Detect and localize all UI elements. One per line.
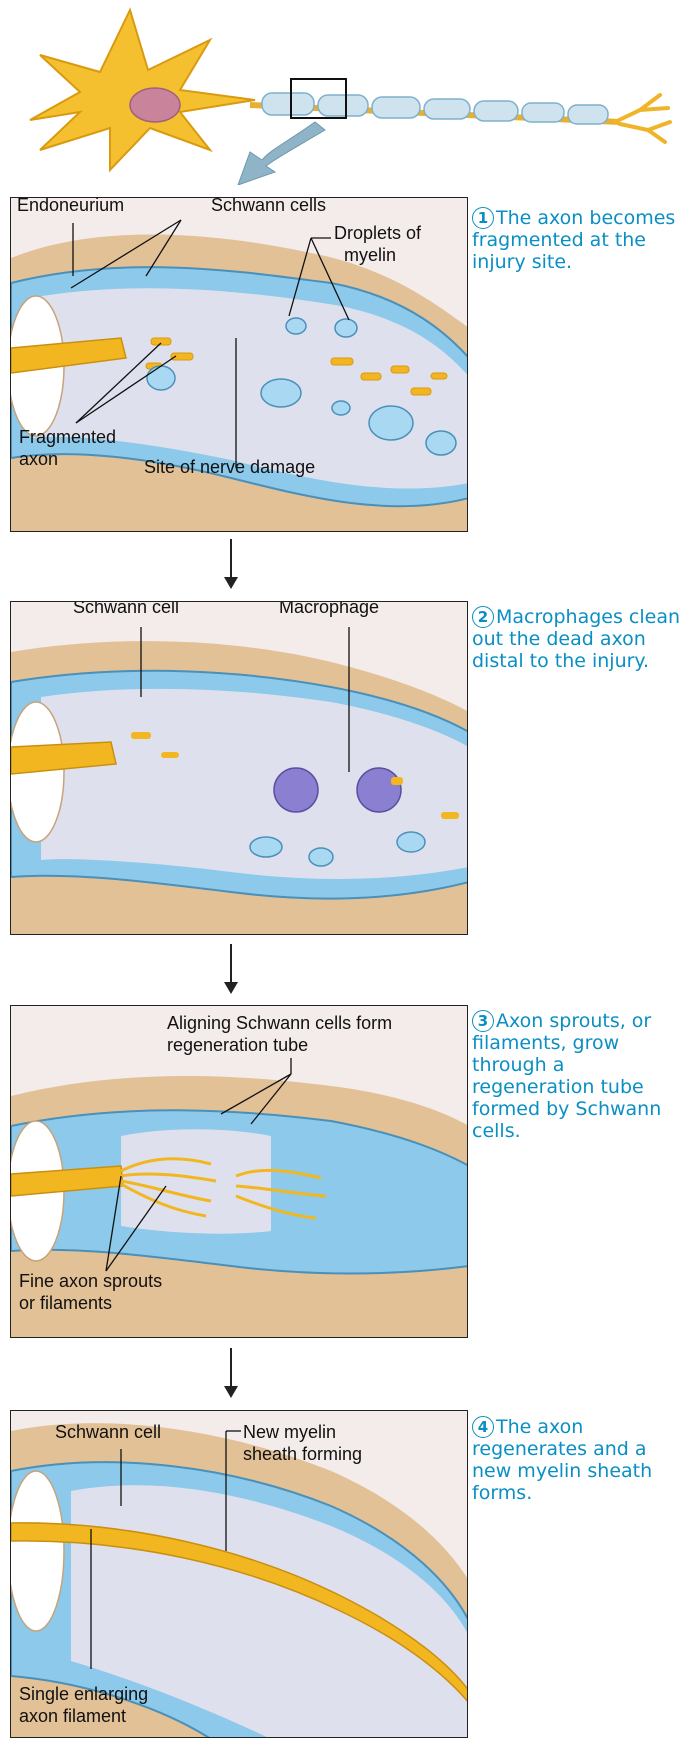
step-3-text: Axon sprouts, or filaments, grow through… bbox=[472, 1010, 661, 1142]
neuron-overview-illustration bbox=[0, 0, 690, 185]
label-endoneurium: Endoneurium bbox=[17, 197, 124, 216]
label-fragmented-axon-line2: axon bbox=[19, 448, 58, 470]
neuron-cell-body bbox=[30, 10, 255, 170]
step-3-number: 3 bbox=[472, 1010, 494, 1032]
label-site-of-nerve-damage: Site of nerve damage bbox=[144, 456, 315, 478]
label-aligning-schwann-line1: Aligning Schwann cells form bbox=[167, 1012, 392, 1034]
step-1-number: 1 bbox=[472, 207, 494, 229]
arrow-2-to-3 bbox=[230, 944, 232, 992]
label-droplets-of-myelin-line1: Droplets of bbox=[334, 222, 421, 244]
label-new-myelin-line2: sheath forming bbox=[243, 1443, 362, 1465]
step-4-panel: Schwann cell New myelin sheath forming S… bbox=[10, 1410, 468, 1738]
label-fragmented-axon-line1: Fragmented bbox=[19, 426, 116, 448]
step-1-text: The axon becomes fragmented at the injur… bbox=[472, 207, 675, 273]
label-fine-axon-sprouts-line1: Fine axon sprouts bbox=[19, 1270, 162, 1292]
label-single-enlarging-line2: axon filament bbox=[19, 1705, 126, 1727]
step-1-illustration bbox=[11, 198, 468, 532]
step-1-panel: Endoneurium Schwann cells Droplets of my… bbox=[10, 197, 468, 532]
arrow-1-to-2 bbox=[230, 539, 232, 587]
step-3-panel: Aligning Schwann cells form regeneration… bbox=[10, 1005, 468, 1338]
label-schwann-cells: Schwann cells bbox=[211, 197, 326, 216]
label-aligning-schwann-line2: regeneration tube bbox=[167, 1034, 308, 1056]
step-2-illustration bbox=[11, 602, 468, 935]
arrow-3-to-4 bbox=[230, 1348, 232, 1396]
step-2-text: Macrophages clean out the dead axon dist… bbox=[472, 606, 680, 672]
label-single-enlarging-line1: Single enlarging bbox=[19, 1683, 148, 1705]
step-4-text: The axon regenerates and a new myelin sh… bbox=[472, 1416, 652, 1504]
step-4-number: 4 bbox=[472, 1416, 494, 1438]
label-schwann-cell: Schwann cell bbox=[73, 601, 179, 618]
label-new-myelin-line1: New myelin bbox=[243, 1421, 336, 1443]
step-2-number: 2 bbox=[472, 606, 494, 628]
label-fine-axon-sprouts-line2: or filaments bbox=[19, 1292, 112, 1314]
label-macrophage: Macrophage bbox=[279, 601, 379, 618]
label-schwann-cell-4: Schwann cell bbox=[55, 1421, 161, 1443]
step-2-panel: Schwann cell Macrophage bbox=[10, 601, 468, 935]
label-droplets-of-myelin-line2: myelin bbox=[344, 244, 396, 266]
zoom-arrow bbox=[238, 122, 325, 185]
